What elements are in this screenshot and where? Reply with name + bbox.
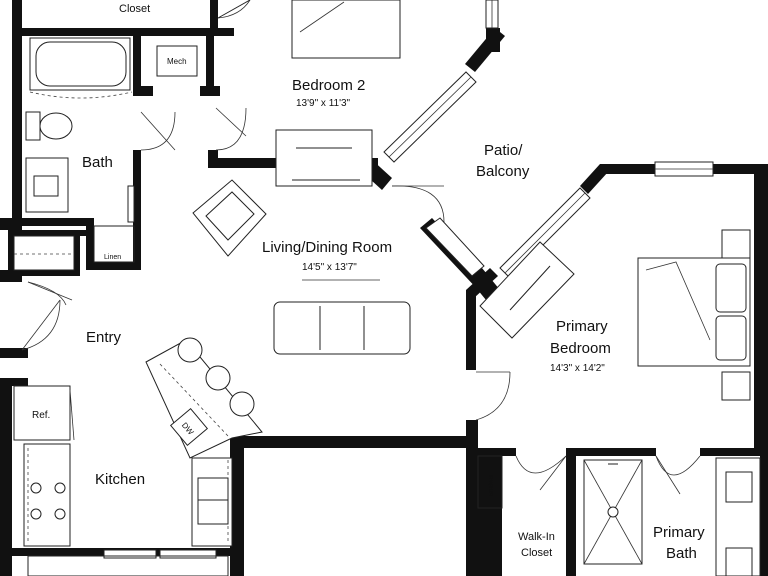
living-label: Living/Dining Room (262, 239, 392, 256)
patio-label-line1: Patio/ (484, 142, 523, 159)
kitchen-label: Kitchen (95, 471, 145, 488)
fixtures (13, 0, 761, 576)
closet-label: Closet (119, 3, 150, 15)
room-labels: Closet Mech Bedroom 2 13'9" x 11'3" Pati… (32, 3, 705, 562)
ref-label: Ref. (32, 410, 50, 421)
primary-bedroom-label-line1: Primary (556, 318, 608, 335)
primary-bedroom-label-line2: Bedroom (550, 340, 611, 357)
door-swings (21, 0, 701, 495)
windows (103, 0, 714, 559)
living-dims: 14'5" x 13'7" (302, 262, 357, 273)
patio-label-line2: Balcony (476, 163, 530, 180)
primary-bath-label-line1: Primary (653, 524, 705, 541)
bedroom2-label: Bedroom 2 (292, 77, 365, 94)
walkin-label-line2: Closet (521, 547, 552, 559)
walkin-label-line1: Walk-In (518, 531, 555, 543)
primary-bath-label-line2: Bath (666, 545, 697, 562)
bath-label: Bath (82, 154, 113, 171)
mech-label: Mech (167, 57, 187, 66)
entry-label: Entry (86, 329, 122, 346)
linen-label: Linen (104, 254, 121, 261)
shelves-label: Shelves (489, 475, 495, 496)
bedroom2-dims: 13'9" x 11'3" (296, 98, 351, 109)
primary-bedroom-dims: 14'3" x 14'2" (550, 363, 605, 374)
